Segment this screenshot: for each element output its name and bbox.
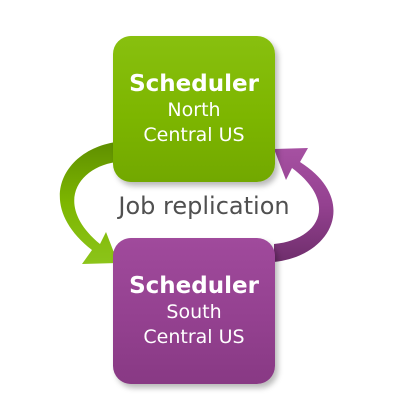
node-region-line-1: South bbox=[166, 301, 222, 323]
arrow-north-to-south bbox=[59, 142, 118, 264]
node-region-line-1: North bbox=[167, 99, 221, 121]
scheduler-south-central-node: Scheduler South Central US bbox=[113, 238, 275, 384]
node-title: Scheduler bbox=[129, 273, 259, 299]
scheduler-north-central-node: Scheduler North Central US bbox=[113, 36, 275, 182]
job-replication-label: Job replication bbox=[118, 192, 290, 220]
node-region-line-2: Central US bbox=[143, 326, 245, 348]
arrow-south-to-north bbox=[274, 148, 334, 262]
node-title: Scheduler bbox=[129, 71, 259, 97]
node-region-line-2: Central US bbox=[143, 124, 245, 146]
